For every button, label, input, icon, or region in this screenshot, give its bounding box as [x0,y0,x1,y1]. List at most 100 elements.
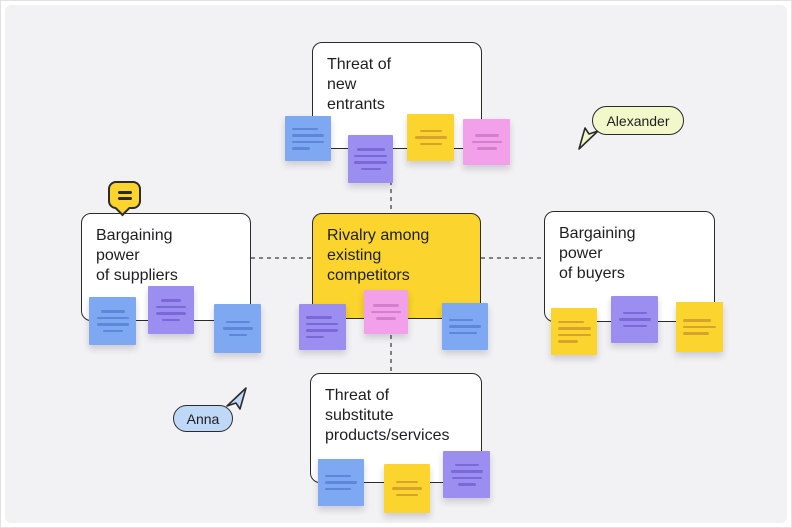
sticky-text-line [622,311,647,315]
sticky-note-blue[interactable] [214,304,261,353]
sticky-note-blue[interactable] [285,116,331,161]
sticky-text-line [102,329,123,332]
alexander-cursor-label: Alexander [592,106,684,135]
sticky-text-line [354,161,387,164]
whiteboard-canvas[interactable]: Threat of new entrants Bargaining power … [5,5,787,523]
shape-threat-new-entrants[interactable]: Threat of new entrants [312,42,482,149]
sticky-note-pink[interactable] [364,290,408,334]
sticky-text-line [360,167,381,170]
sticky-text-line [471,140,502,144]
connector-rivalry-substitutes[interactable] [390,319,392,373]
sticky-text-line [414,136,447,139]
shape-title-line: Bargaining [559,225,636,242]
sticky-text-line [457,483,476,486]
shape-title-line: Rivalry among [327,227,430,244]
sticky-text-line [451,476,482,479]
alexander-name: Alexander [606,112,670,129]
anna-cursor-icon [226,387,247,410]
sticky-text-line [618,318,651,321]
sticky-text-line [419,142,442,146]
sticky-note-pink[interactable] [463,119,510,165]
comment-line-icon [117,190,132,194]
sticky-text-line [292,127,318,130]
sticky-text-line [371,310,401,314]
sticky-text-line [306,322,338,325]
sticky-text-line [225,320,250,324]
shape-title-line: competitors [327,267,410,284]
sticky-text-line [306,335,324,338]
shape-title-line: products/services [325,427,450,444]
sticky-text-line [306,329,338,332]
sticky-text-line [476,147,497,150]
shape-title-line: Threat of [327,56,392,73]
sticky-text-line [325,474,351,478]
sticky-note-purple[interactable] [348,135,393,183]
sticky-note-blue[interactable] [442,303,488,350]
alexander-cursor-icon [578,127,599,150]
sticky-text-line [161,299,181,302]
sticky-text-line [376,317,396,320]
sticky-note-purple[interactable] [611,296,658,343]
connector-suppliers-rivalry[interactable] [251,257,312,259]
sticky-text-line [156,305,186,308]
sticky-note-yellow[interactable] [407,114,454,161]
sticky-text-line [292,147,310,150]
sticky-text-line [228,333,247,337]
sticky-text-line [325,487,351,491]
sticky-text-line [558,333,591,336]
sticky-note-purple[interactable] [299,304,346,350]
sticky-note-purple[interactable] [148,286,194,334]
sticky-text-line [306,316,332,319]
sticky-text-line [356,148,385,151]
sticky-text-line [156,312,186,315]
shape-title-line: new [327,76,357,93]
sticky-text-line [683,332,709,335]
sticky-text-line [558,340,578,343]
shape-title-line: substitute [325,407,394,424]
comment-icon[interactable] [108,181,141,209]
sticky-note-yellow[interactable] [551,308,597,355]
sticky-text-line [292,140,324,143]
anna-name: Anna [186,410,220,427]
sticky-text-line [474,134,499,137]
sticky-text-line [449,318,473,322]
sticky-text-line [100,310,125,313]
sticky-note-blue[interactable] [89,297,136,345]
sticky-text-line [558,320,584,323]
connector-rivalry-buyers[interactable] [481,257,544,259]
sticky-text-line [683,319,711,322]
sticky-text-line [449,331,477,335]
sticky-text-line [454,463,479,466]
sticky-text-line [373,304,399,307]
sticky-text-line [96,323,129,326]
sticky-text-line [222,327,253,330]
anna-cursor-label: Anna [173,405,233,432]
shape-title-line: entrants [327,96,385,113]
sticky-text-line [419,129,442,133]
sticky-text-line [396,493,418,497]
sticky-note-purple[interactable] [443,451,490,498]
shape-title-line: of suppliers [96,267,178,284]
sticky-note-yellow[interactable] [384,464,430,513]
shape-title-line: Bargaining [96,227,173,244]
sticky-text-line [683,325,716,329]
sticky-text-line [392,487,422,490]
comment-line-icon [117,196,132,200]
sticky-text-line [450,470,483,473]
sticky-text-line [162,318,180,321]
sticky-note-yellow[interactable] [676,302,723,352]
sticky-text-line [354,154,387,157]
sticky-text-line [558,327,591,330]
shape-title-line: of buyers [559,265,625,282]
shape-title-line: Threat of [325,387,390,404]
sticky-text-line [96,316,129,319]
sticky-text-line [449,325,481,328]
sticky-text-line [292,134,324,137]
sticky-note-blue[interactable] [318,459,364,506]
shape-title-line: power [96,247,140,264]
shape-title-line: existing [327,247,382,264]
sticky-text-line [622,324,647,328]
sticky-text-line [396,480,418,484]
shape-title-line: power [559,245,603,262]
